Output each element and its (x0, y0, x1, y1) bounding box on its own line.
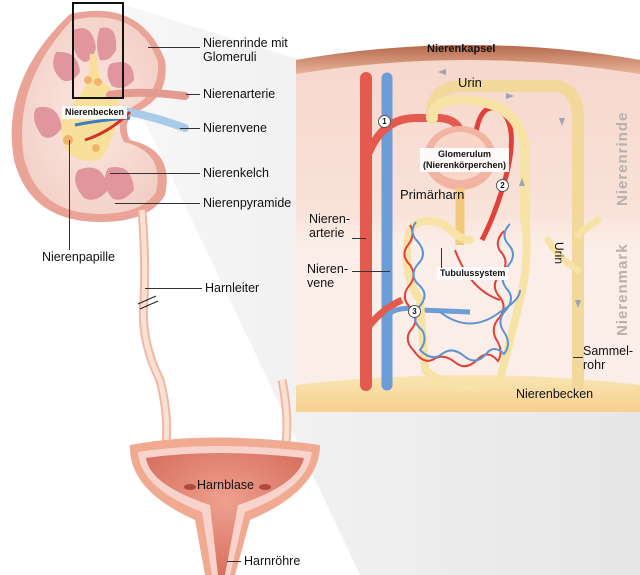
leader-vein (180, 128, 200, 129)
leader-ureter (145, 288, 202, 289)
label-collecting-duct: Sammel- rohr (583, 344, 633, 372)
leader-papilla (69, 140, 70, 250)
marker-2: 2 (496, 179, 509, 192)
leader-calyx (110, 173, 200, 174)
zone-label-cortex: Nierenrinde (614, 111, 631, 206)
label-artery-line2: arterie (309, 226, 345, 240)
capsule-band (296, 45, 640, 74)
label-pelvis-small: Nierenbecken (62, 106, 128, 119)
label-cortex-line2: Glomeruli (203, 50, 257, 64)
label-renal-artery: Nierenarterie (203, 87, 276, 101)
leader-pyramid (115, 203, 200, 204)
label-vein-detail: Nieren- vene (307, 262, 348, 290)
label-papilla: Nierenpapille (42, 250, 115, 264)
label-urine-side: Urin (552, 242, 566, 265)
leader-artery-detail (352, 238, 366, 239)
label-artery-line1: Nieren- (309, 212, 350, 226)
label-artery-detail: Nieren- arterie (309, 212, 350, 240)
label-glomerulus-line2: (Nierenkörperchen) (423, 160, 507, 170)
label-primary-urine: Primärharn (400, 187, 465, 202)
label-collecting-line2: rohr (583, 358, 606, 372)
label-bladder: Harnblase (197, 478, 254, 492)
label-tubule: Tubulussystem (437, 267, 509, 280)
leader-tubule (441, 248, 442, 268)
zone-label-medulla: Nierenmark (614, 243, 631, 336)
marker-3: 3 (408, 305, 421, 318)
leader-artery (186, 94, 200, 95)
leader-urethra (227, 561, 241, 562)
label-vein-line2: vene (307, 276, 335, 290)
leader-cortex (148, 47, 200, 48)
label-renal-vein: Nierenvene (203, 121, 267, 135)
bladder (129, 437, 320, 575)
tubules (402, 80, 602, 391)
label-cortex: Nierenrinde mit Glomeruli (203, 36, 288, 64)
capillaries (403, 221, 521, 368)
label-collecting-line1: Sammel- (583, 344, 634, 358)
marker-1: 1 (378, 115, 391, 128)
label-pelvis-detail: Nierenbecken (516, 387, 594, 401)
leader-vein-detail (352, 271, 390, 272)
label-calyx: Nierenkelch (203, 166, 270, 180)
leader-collecting-duct (573, 357, 583, 358)
label-capsule: Nierenkapsel (427, 43, 496, 55)
flow-arrows (438, 69, 581, 308)
label-pyramid: Nierenpyramide (203, 196, 292, 210)
label-vein-line1: Nieren- (307, 262, 348, 276)
label-urethra: Harnröhre (244, 554, 301, 568)
label-ureter: Harnleiter (205, 281, 260, 295)
label-glomerulus-line1: Glomerulum (438, 149, 492, 159)
label-urine-top: Urin (458, 75, 482, 90)
label-cortex-line1: Nierenrinde mit (203, 36, 288, 50)
label-glomerulus: Glomerulum (Nierenkörperchen) (420, 148, 510, 172)
